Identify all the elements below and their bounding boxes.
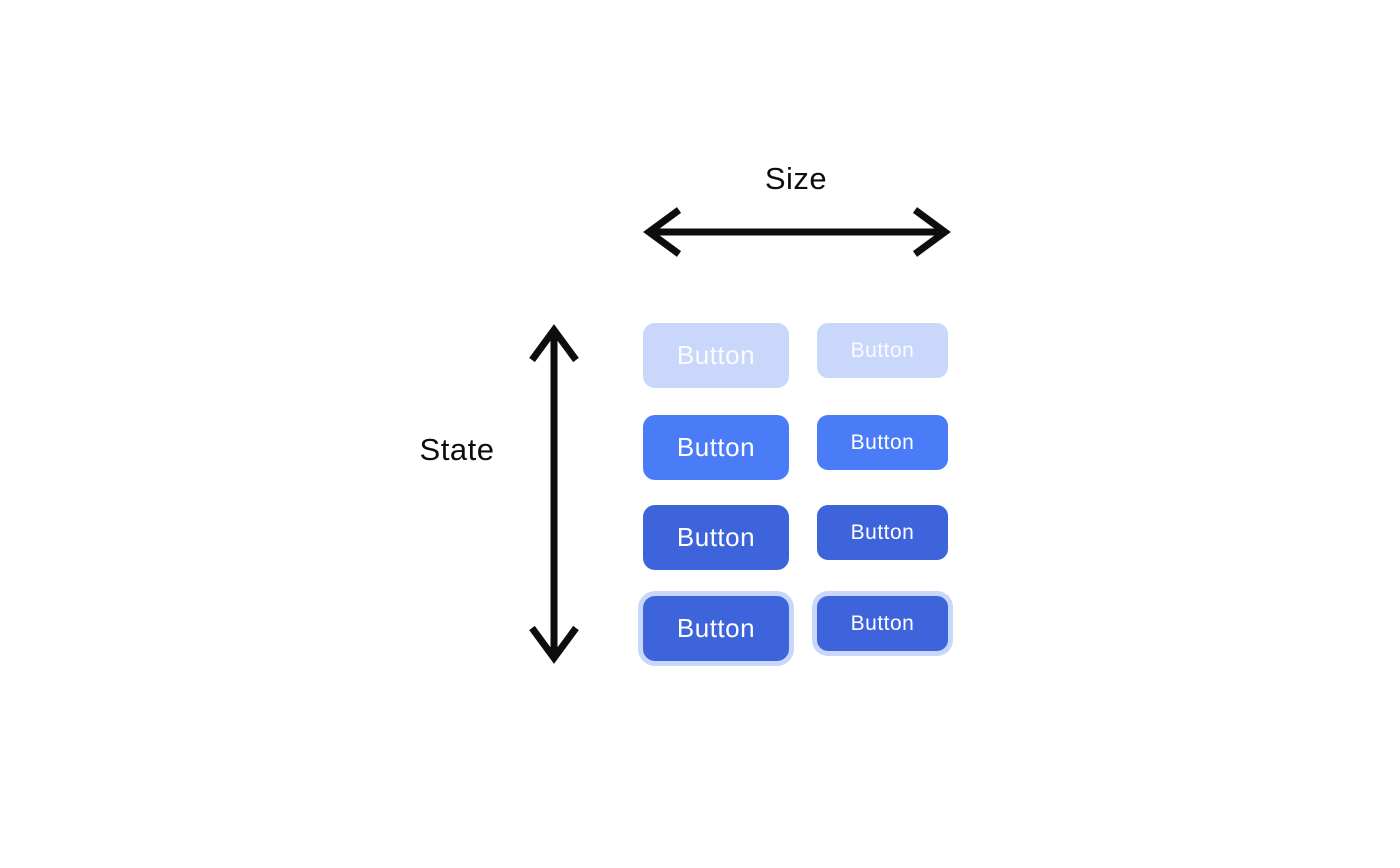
button-large-default[interactable]: Button <box>643 415 789 480</box>
state-axis-label: State <box>419 432 495 467</box>
button-large-disabled[interactable]: Button <box>643 323 789 388</box>
horizontal-double-arrow-icon <box>643 207 951 257</box>
button-small-focus[interactable]: Button <box>817 596 948 651</box>
button-small-hover[interactable]: Button <box>817 505 948 560</box>
vertical-double-arrow-icon <box>529 324 579 664</box>
button-small-default[interactable]: Button <box>817 415 948 470</box>
size-axis-label: Size <box>764 161 828 196</box>
button-large-focus[interactable]: Button <box>643 596 789 661</box>
button-small-disabled[interactable]: Button <box>817 323 948 378</box>
button-large-hover[interactable]: Button <box>643 505 789 570</box>
